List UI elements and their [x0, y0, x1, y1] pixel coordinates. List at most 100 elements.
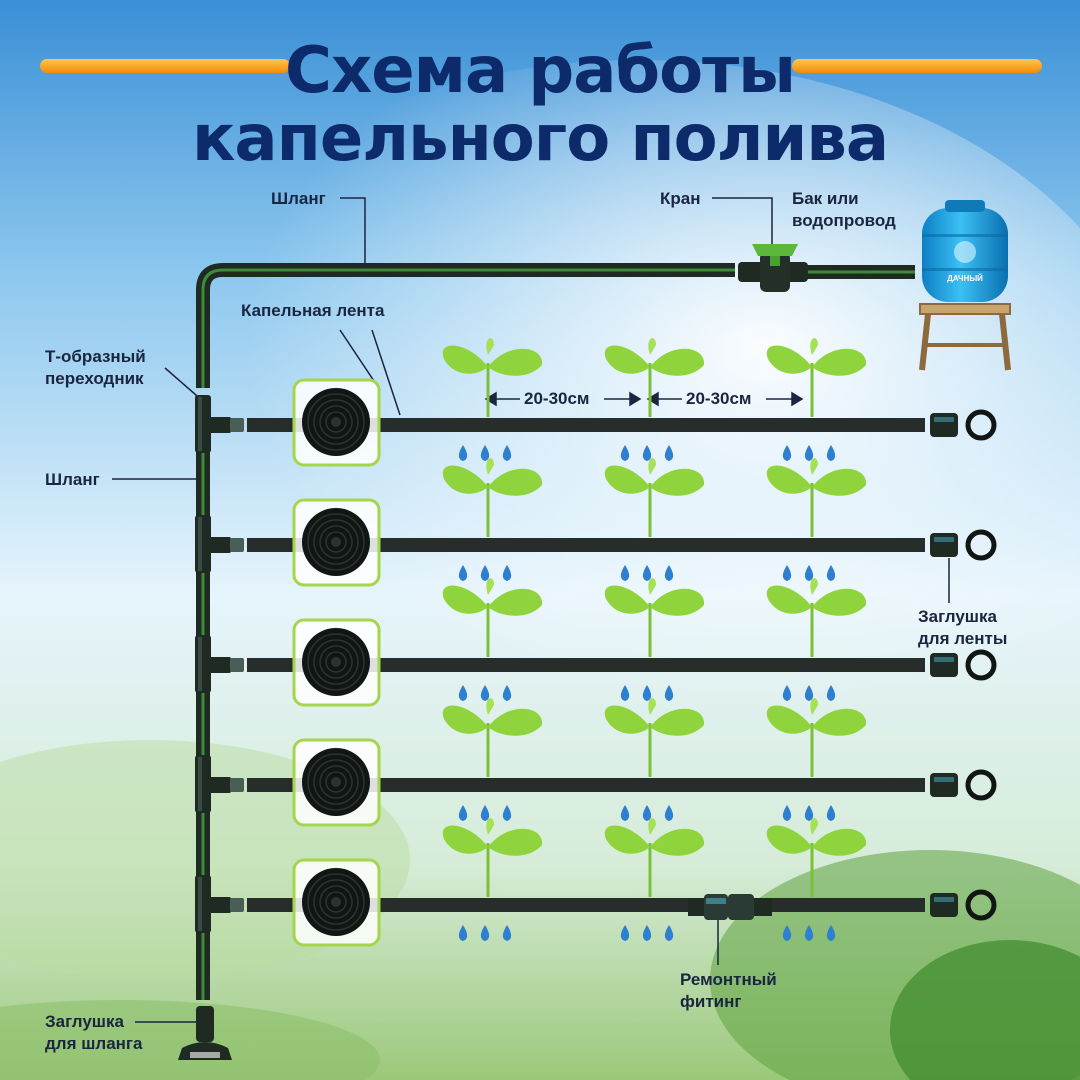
water-drop-icon: [620, 565, 630, 581]
drip-tape-line: [247, 658, 925, 672]
tape-coil-icon: [292, 618, 381, 707]
water-drop-icon: [458, 565, 468, 581]
water-drop-icon: [502, 565, 512, 581]
water-drop-icon: [826, 685, 836, 701]
water-drop-icon: [620, 445, 630, 461]
tank-stand-icon: [919, 303, 1011, 371]
drip-rows: [195, 338, 997, 947]
page-title-line2: капельного полива: [191, 102, 889, 176]
water-drop-icon: [782, 685, 792, 701]
water-drop-icon: [502, 805, 512, 821]
water-drop-icon: [664, 925, 674, 941]
water-drop-icon: [620, 805, 630, 821]
water-drop-icon: [502, 685, 512, 701]
water-drop-icon: [782, 925, 792, 941]
spacing-label-1: 20-30см: [524, 389, 590, 408]
water-drop-icon: [804, 925, 814, 941]
tank-logo: ДАЧНЫЙ: [947, 274, 983, 283]
tape-plug-icon: [930, 529, 997, 561]
water-drop-icon: [664, 685, 674, 701]
label-tape-plug-line1: Заглушка: [918, 607, 997, 626]
label-drip-tape: Капельная лента: [241, 301, 385, 320]
page-title-line1: Схема работы: [284, 34, 796, 108]
drip-row: [195, 578, 997, 707]
accent-bar-left: [40, 59, 290, 73]
water-drop-icon: [480, 685, 490, 701]
plant-icon: [442, 338, 543, 417]
label-tank-line2: водопровод: [792, 211, 896, 230]
label-tank-line1: Бак или: [792, 189, 859, 208]
water-drop-icon: [502, 925, 512, 941]
spacing-arrows: [484, 391, 804, 407]
plant-icon: [442, 458, 543, 537]
tape-coil-icon: [292, 738, 381, 827]
plant-icon: [766, 818, 867, 897]
tee-connector-icon: [195, 515, 244, 573]
water-drop-icon: [804, 565, 814, 581]
water-drop-icon: [458, 805, 468, 821]
water-drop-icon: [642, 685, 652, 701]
water-drop-icon: [826, 445, 836, 461]
plant-icon: [766, 338, 867, 417]
plant-icon: [766, 698, 867, 777]
water-drop-icon: [804, 805, 814, 821]
water-drop-icon: [804, 445, 814, 461]
tape-plug-icon: [930, 409, 997, 441]
water-drop-icon: [458, 925, 468, 941]
water-drop-icon: [826, 565, 836, 581]
label-hose-plug-line2: для шланга: [45, 1034, 143, 1053]
water-drop-icon: [782, 565, 792, 581]
drip-row: [195, 698, 997, 827]
label-hose-left: Шланг: [45, 470, 100, 489]
tee-connector-icon: [195, 395, 244, 453]
tee-connector-icon: [195, 875, 244, 933]
water-drop-icon: [480, 445, 490, 461]
plant-icon: [604, 578, 705, 657]
valve-icon: [738, 244, 808, 292]
plant-icon: [766, 578, 867, 657]
label-tee-line2: переходник: [45, 369, 144, 388]
label-tee-line1: Т-образный: [45, 347, 146, 366]
plant-icon: [766, 458, 867, 537]
water-drop-icon: [480, 565, 490, 581]
plant-icon: [442, 698, 543, 777]
water-drop-icon: [458, 445, 468, 461]
water-drop-icon: [458, 685, 468, 701]
water-tank-icon: ДАЧНЫЙ: [922, 200, 1008, 302]
plant-icon: [442, 578, 543, 657]
label-valve: Кран: [660, 189, 701, 208]
plant-icon: [604, 818, 705, 897]
water-drop-icon: [642, 445, 652, 461]
tape-coil-icon: [292, 378, 381, 467]
water-drop-icon: [642, 805, 652, 821]
tape-coil-icon: [292, 498, 381, 587]
spacing-label-2: 20-30см: [686, 389, 752, 408]
water-drop-icon: [642, 925, 652, 941]
tape-plug-icon: [930, 769, 997, 801]
label-repair-line1: Ремонтный: [680, 970, 777, 989]
water-drop-icon: [642, 565, 652, 581]
plant-icon: [604, 698, 705, 777]
water-drop-icon: [620, 685, 630, 701]
water-drop-icon: [664, 565, 674, 581]
repair-fitting-icon: [688, 894, 772, 920]
label-repair-line2: фитинг: [680, 992, 742, 1011]
drip-row: [195, 458, 997, 587]
drip-tape-line: [772, 898, 925, 912]
accent-bar-right: [792, 59, 1042, 73]
water-drop-icon: [480, 805, 490, 821]
tape-coil-icon: [292, 858, 381, 947]
hose-plug-icon: [178, 1006, 232, 1060]
main-hose: [196, 263, 915, 388]
drip-row: [195, 818, 997, 947]
water-drop-icon: [480, 925, 490, 941]
drip-row: [195, 338, 997, 467]
water-drop-icon: [782, 805, 792, 821]
water-drop-icon: [804, 685, 814, 701]
tape-plug-icon: [930, 889, 997, 921]
plant-icon: [604, 338, 705, 417]
plant-icon: [604, 458, 705, 537]
water-drop-icon: [502, 445, 512, 461]
tee-connector-icon: [195, 755, 244, 813]
